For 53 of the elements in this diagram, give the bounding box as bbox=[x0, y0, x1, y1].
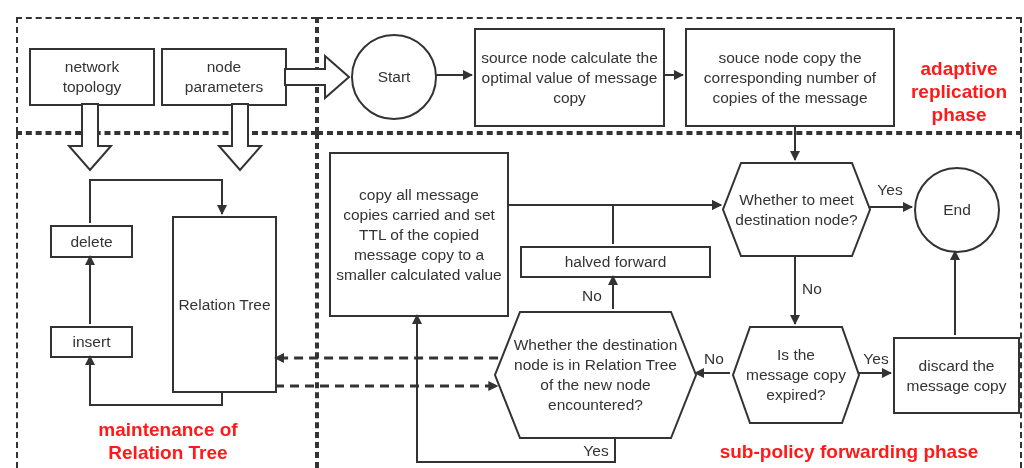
phase-label: maintenance of Relation Tree bbox=[97, 418, 239, 464]
node-text: Whether to meet destination node? bbox=[734, 189, 859, 230]
arrow bbox=[412, 314, 616, 463]
process-box bbox=[685, 28, 895, 127]
hollow-arrow bbox=[66, 103, 114, 172]
phase-label: sub-policy forwarding phase bbox=[718, 440, 980, 463]
arrow bbox=[790, 254, 800, 325]
dashed-arrow bbox=[274, 353, 499, 363]
process-box bbox=[329, 152, 509, 317]
node-text: souce node copy the corresponding number of copies of the message bbox=[702, 47, 878, 108]
process-box bbox=[520, 246, 711, 278]
arrow bbox=[694, 368, 731, 378]
process-box bbox=[161, 48, 287, 106]
dashed-region bbox=[317, 133, 1022, 468]
decision-hexagon bbox=[722, 162, 871, 257]
arrow bbox=[506, 200, 722, 210]
node-text: network topology bbox=[61, 57, 123, 97]
dashed-region bbox=[16, 133, 317, 468]
process-box bbox=[50, 326, 133, 358]
node-text: Start bbox=[376, 67, 412, 87]
node-text: Whether the destination node is in Relation Tree of the new node encountered? bbox=[512, 335, 679, 415]
node-text: source node calculate the optimal value of message copy bbox=[480, 47, 659, 108]
arrow bbox=[790, 124, 800, 161]
hollow-arrow bbox=[216, 103, 264, 172]
node-text: discard the message copy bbox=[905, 355, 1008, 396]
node-text: End bbox=[942, 200, 972, 220]
node-text: node parameters bbox=[183, 57, 265, 97]
decision-hexagon bbox=[732, 326, 860, 424]
hollow-arrow bbox=[284, 53, 351, 101]
phase-label: adaptive replication phase bbox=[909, 57, 1009, 126]
node-text: Relation Tree bbox=[177, 294, 272, 315]
node-text: delete bbox=[69, 231, 114, 252]
process-box bbox=[29, 48, 155, 106]
decision-hexagon bbox=[494, 311, 697, 439]
node-text: Is the message copy expired? bbox=[745, 345, 847, 405]
process-box bbox=[172, 216, 277, 393]
dashed-arrow bbox=[275, 381, 499, 391]
arrow bbox=[608, 275, 618, 310]
arrow bbox=[434, 70, 473, 80]
node-text: insert bbox=[71, 332, 112, 352]
arrow bbox=[85, 355, 223, 406]
dashed-region bbox=[317, 17, 1022, 133]
process-box bbox=[893, 337, 1020, 414]
process-box bbox=[50, 225, 133, 258]
arrow bbox=[857, 368, 892, 378]
arrow bbox=[867, 202, 913, 212]
node-text: halved forward bbox=[563, 252, 668, 272]
process-box bbox=[474, 28, 665, 127]
arrow bbox=[662, 70, 684, 80]
node-text: copy all message copies carried and set TTL of the copied message copy to a smaller calculated value bbox=[335, 184, 503, 285]
arrow bbox=[85, 255, 95, 325]
arrow bbox=[950, 250, 960, 336]
arrow bbox=[89, 179, 227, 224]
